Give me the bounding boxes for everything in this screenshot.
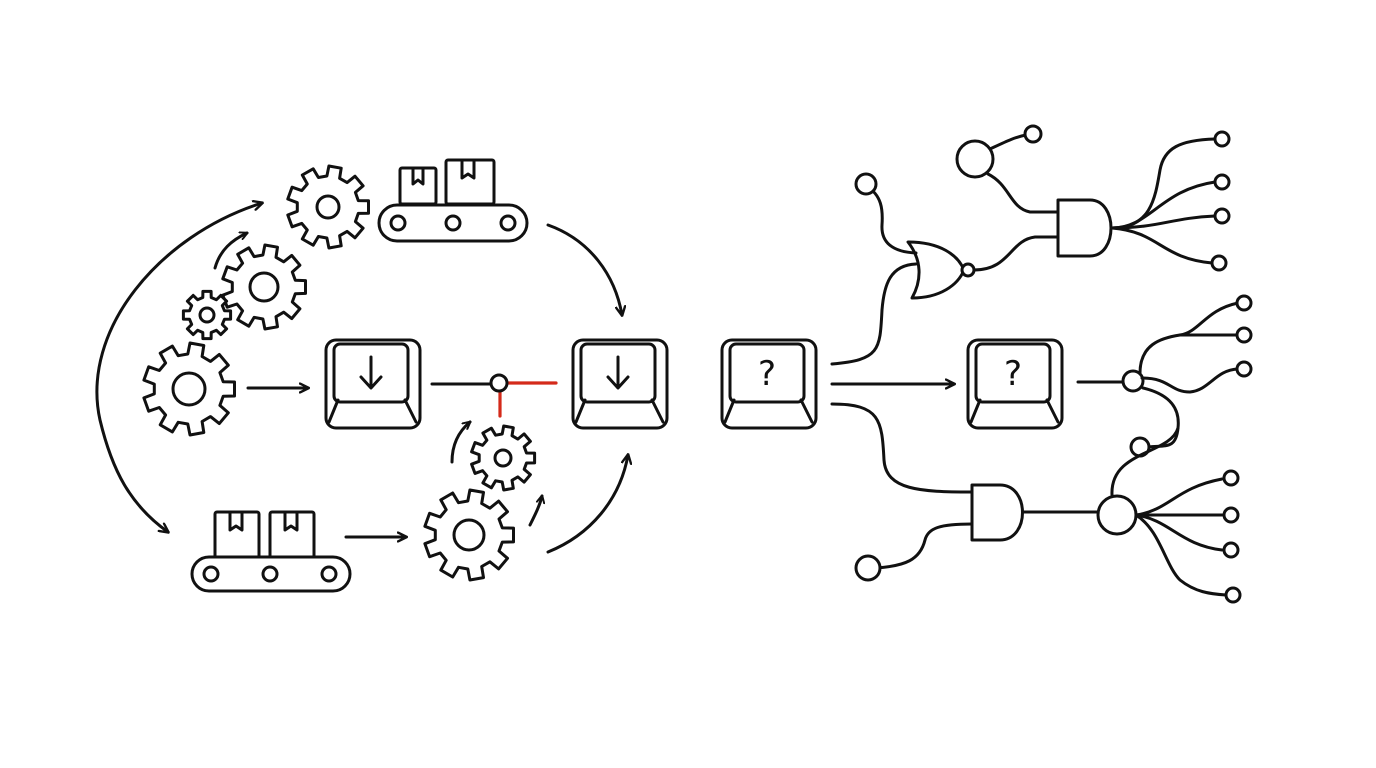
box-tape bbox=[460, 158, 476, 180]
wire bbox=[830, 402, 974, 494]
box-icon bbox=[268, 510, 316, 560]
box-tape bbox=[283, 510, 299, 532]
conveyor-belt-icon bbox=[190, 510, 352, 593]
box-icon bbox=[213, 510, 261, 560]
gear-group bbox=[142, 164, 537, 582]
circle-node-icon bbox=[1222, 469, 1240, 487]
down-arrow-key-icon bbox=[571, 338, 669, 430]
question-mark-glyph: ? bbox=[758, 354, 776, 394]
circle-node-icon bbox=[1235, 294, 1253, 312]
wire bbox=[864, 184, 918, 255]
and-gate-icon bbox=[970, 483, 1024, 542]
and-gate-icon bbox=[1056, 198, 1113, 258]
fan-out bbox=[1110, 137, 1217, 265]
wire bbox=[972, 235, 1060, 272]
question-mark-key-icon: ? bbox=[966, 338, 1064, 430]
belt-roller bbox=[261, 565, 279, 583]
wire bbox=[1138, 301, 1240, 375]
belt-roller bbox=[444, 214, 462, 232]
circle-node-icon bbox=[1210, 254, 1228, 272]
wire bbox=[1110, 426, 1180, 497]
circle-node-icon bbox=[955, 139, 995, 179]
gear-icon bbox=[286, 164, 370, 250]
wire bbox=[830, 262, 918, 366]
circle-node-icon bbox=[1213, 130, 1231, 148]
curved-arrow bbox=[213, 233, 247, 270]
wire bbox=[988, 133, 1028, 151]
arrow-conveyor-to-key bbox=[546, 223, 622, 315]
circle-node-icon bbox=[854, 172, 878, 196]
circle-node-icon bbox=[854, 554, 882, 582]
box-icon bbox=[398, 166, 438, 206]
circle-node-icon bbox=[1213, 207, 1231, 225]
gear-icon bbox=[470, 424, 537, 492]
fan-out bbox=[1134, 477, 1228, 597]
circle-node-icon bbox=[1023, 124, 1043, 144]
circle-node-icon bbox=[1121, 369, 1145, 393]
circle-node-icon bbox=[489, 373, 509, 393]
key-group: ?? bbox=[324, 338, 1064, 430]
curved-arrow bbox=[450, 420, 470, 464]
or-gate-body bbox=[906, 240, 966, 300]
gear-icon bbox=[181, 289, 233, 341]
curved-arrow bbox=[528, 496, 542, 527]
box-tape bbox=[411, 166, 425, 186]
loop-arrow bbox=[95, 203, 262, 532]
circle-node-icon bbox=[1222, 541, 1240, 559]
circle-node-icon bbox=[1213, 173, 1231, 191]
and-gate-body bbox=[1056, 198, 1113, 258]
gear-icon bbox=[142, 341, 236, 437]
box-icon bbox=[444, 158, 496, 206]
belt-roller bbox=[320, 565, 338, 583]
gear-icon bbox=[221, 243, 307, 331]
belt-roller bbox=[389, 214, 407, 232]
conveyor-belt-icon bbox=[377, 158, 529, 243]
down-arrow-key-icon bbox=[324, 338, 422, 430]
wire bbox=[874, 522, 974, 570]
circle-node-icon bbox=[1222, 506, 1240, 524]
or-gate-icon bbox=[906, 240, 976, 300]
wire bbox=[1140, 367, 1240, 394]
arrow-gear-to-key bbox=[546, 455, 628, 554]
belt-roller bbox=[499, 214, 517, 232]
circle-node-icon bbox=[1235, 326, 1253, 344]
or-gate-bubble bbox=[960, 262, 976, 278]
box-tape bbox=[228, 510, 244, 532]
gear-icon bbox=[423, 488, 515, 582]
question-mark-glyph: ? bbox=[1004, 354, 1022, 394]
and-gate-body bbox=[970, 483, 1024, 542]
circle-node-icon bbox=[1096, 494, 1138, 536]
belt-roller bbox=[202, 565, 220, 583]
circle-node-icon bbox=[1235, 360, 1253, 378]
belt bbox=[190, 555, 352, 593]
circle-node-icon bbox=[1224, 586, 1242, 604]
wire bbox=[986, 172, 1060, 214]
belt bbox=[377, 203, 529, 243]
question-mark-key-icon: ? bbox=[720, 338, 818, 430]
